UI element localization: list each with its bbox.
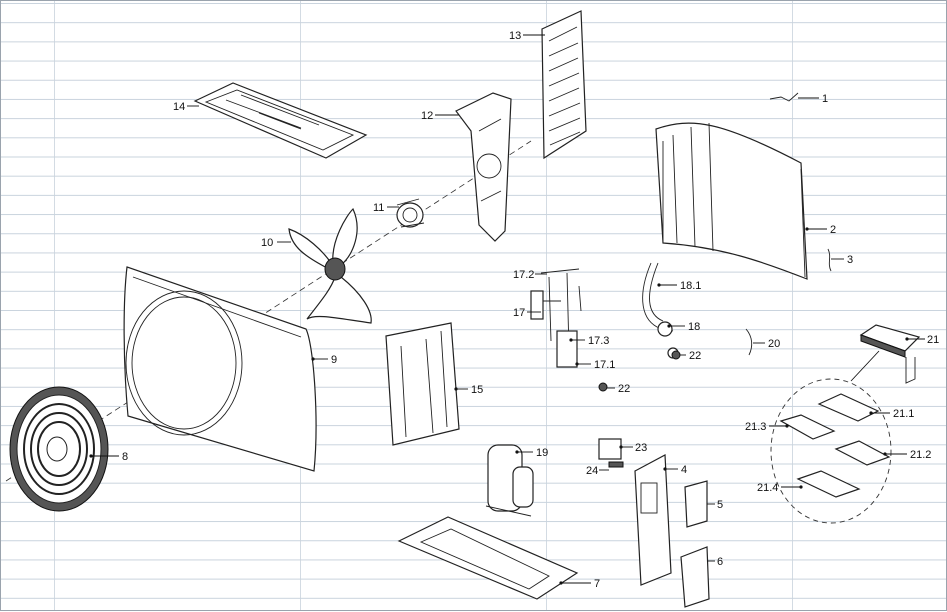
pcb-group-leader (850, 350, 880, 382)
compressor-part (485, 444, 534, 517)
connecting-pipe-part (745, 328, 753, 356)
svg-text:8: 8 (122, 451, 128, 463)
svg-text:22: 22 (689, 350, 701, 362)
callout-21-1: 21.1 (869, 408, 914, 420)
valve-cover-part (684, 480, 708, 528)
fan-motor-part (396, 198, 425, 228)
svg-text:17: 17 (513, 307, 525, 319)
svg-text:17.1: 17.1 (594, 359, 615, 371)
svg-text:20: 20 (768, 338, 780, 350)
pcb-cover-part (817, 393, 880, 422)
side-grille-part (541, 10, 587, 160)
callout-1: 1 (798, 93, 828, 105)
callout-22b: 22 (607, 383, 630, 395)
svg-text:11: 11 (373, 202, 384, 214)
callout-21-3: 21.3 (745, 421, 789, 433)
callout-10: 10 (261, 237, 291, 249)
callout-17-2: 17.2 (513, 269, 547, 281)
fan-guard-part (9, 386, 109, 512)
valve-nut-part (671, 350, 681, 360)
callout-14: 14 (173, 101, 199, 113)
svg-text:12: 12 (421, 110, 433, 122)
callout-18: 18 (667, 321, 700, 333)
svg-text:3: 3 (847, 254, 853, 266)
callout-7: 7 (559, 578, 600, 590)
sensor-clip-part (769, 92, 799, 102)
svg-text:5: 5 (717, 499, 723, 511)
pcb-box-part (796, 470, 861, 498)
terminal-clamp-part (608, 461, 624, 468)
base-pan-part (397, 516, 579, 600)
svg-text:2: 2 (830, 224, 836, 236)
svg-text:18: 18 (688, 321, 700, 333)
callout-6: 6 (707, 556, 723, 568)
right-side-plate-part (634, 454, 672, 586)
pcb-group-ring (770, 378, 892, 524)
callout-12: 12 (421, 110, 459, 122)
callout-5: 5 (707, 499, 723, 511)
svg-text:7: 7 (594, 578, 600, 590)
front-panel-part (123, 266, 317, 472)
svg-text:23: 23 (635, 442, 647, 454)
terminal-board-part (598, 438, 622, 460)
svg-text:19: 19 (536, 447, 548, 459)
callout-23: 23 (619, 442, 647, 454)
callout-17-3: 17.3 (569, 335, 609, 347)
callout-15: 15 (454, 384, 483, 396)
pcb-tray-part (779, 414, 836, 440)
callout-19: 19 (515, 447, 548, 459)
svg-text:18.1: 18.1 (680, 280, 701, 292)
callout-22a: 22 (680, 350, 701, 362)
valve-assembly-part (530, 268, 582, 368)
four-way-valve-part (642, 262, 679, 359)
callout-20: 20 (753, 338, 780, 350)
svg-text:21.3: 21.3 (745, 421, 766, 433)
callout-4: 4 (663, 464, 687, 476)
svg-text:17.3: 17.3 (588, 335, 609, 347)
callout-18-1: 18.1 (657, 280, 701, 292)
callout-21: 21 (905, 334, 939, 346)
svg-text:24: 24 (586, 465, 598, 477)
svg-text:21.2: 21.2 (910, 449, 931, 461)
callout-21-4: 21.4 (757, 482, 803, 494)
callout-13: 13 (509, 30, 545, 42)
valve-nut-part-2 (598, 382, 608, 392)
callout-9: 9 (311, 354, 337, 366)
svg-text:15: 15 (471, 384, 483, 396)
control-box-part (859, 324, 921, 384)
svg-text:13: 13 (509, 30, 521, 42)
svg-text:6: 6 (717, 556, 723, 568)
svg-text:21.1: 21.1 (893, 408, 914, 420)
motor-bracket-part (455, 92, 512, 242)
svg-text:17.2: 17.2 (513, 269, 534, 281)
partition-plate-part (385, 322, 460, 446)
capillary-pipe-part (827, 248, 832, 272)
svg-text:21: 21 (927, 334, 939, 346)
callout-3: 3 (831, 254, 853, 266)
top-cover-part (193, 82, 368, 159)
svg-text:21.4: 21.4 (757, 482, 778, 494)
svg-text:22: 22 (618, 383, 630, 395)
axial-fan-part (288, 207, 372, 324)
svg-text:9: 9 (331, 354, 337, 366)
handle-cover-part (680, 546, 710, 608)
callout-11: 11 (373, 202, 399, 214)
callout-8: 8 (89, 451, 128, 463)
callout-21-2: 21.2 (883, 449, 931, 461)
callout-17-1: 17.1 (575, 359, 615, 371)
svg-text:10: 10 (261, 237, 273, 249)
pcb-board-part (834, 440, 891, 466)
callout-2: 2 (805, 224, 836, 236)
callout-24: 24 (586, 465, 609, 477)
svg-text:14: 14 (173, 101, 185, 113)
condenser-coil-part (655, 122, 808, 280)
svg-text:1: 1 (822, 93, 828, 105)
svg-text:4: 4 (681, 464, 687, 476)
callout-17: 17 (513, 307, 541, 319)
